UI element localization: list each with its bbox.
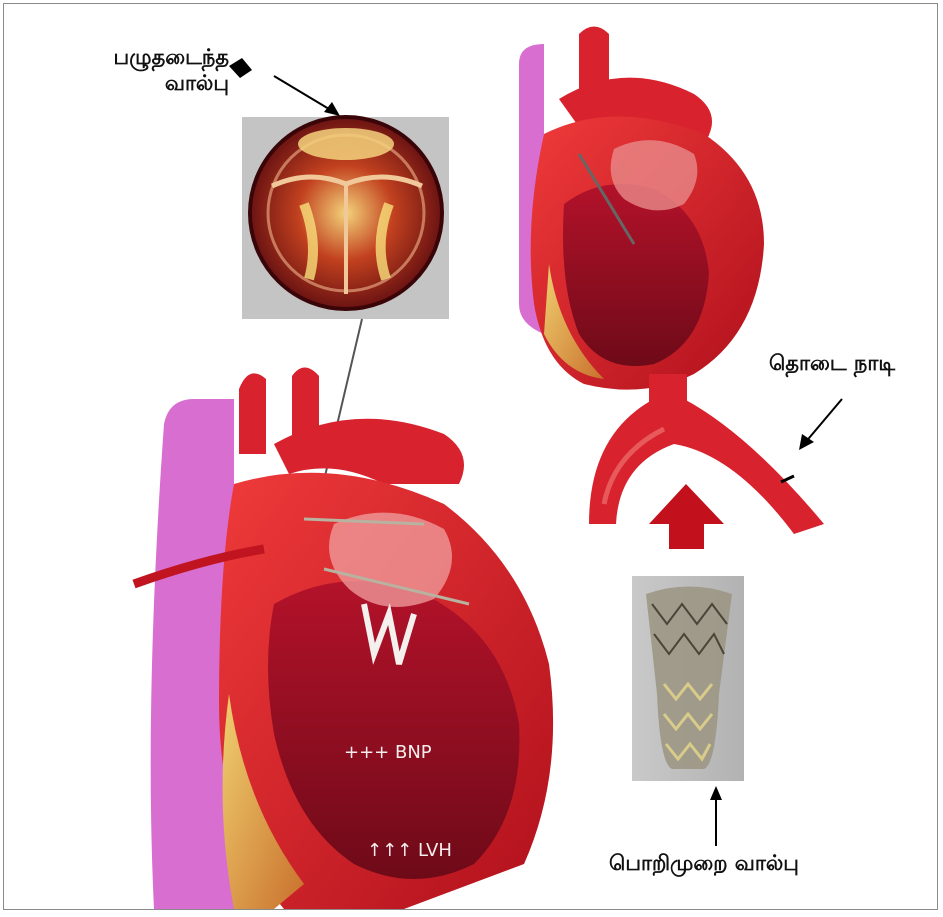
damaged-valve-callout-arrow (229, 58, 340, 116)
damaged-valve-label: பழுதடைந்த வால்பு (84, 44, 229, 97)
upper-heart-illustration (519, 27, 764, 390)
up-arrow-shape (649, 484, 724, 549)
lower-heart-illustration (134, 368, 553, 910)
lvh-annotation: ↑↑↑ LVH (367, 840, 452, 863)
artery-illustration (589, 374, 824, 549)
damaged-valve-label-line1: பழுதடைந்த (84, 44, 229, 70)
bnp-annotation: +++ BNP (344, 742, 432, 765)
artificial-valve-callout-arrow (710, 786, 722, 846)
thigh-artery-label: தொடை நாடி (769, 350, 895, 376)
damaged-valve-label-line2: வால்பு (84, 70, 229, 96)
damaged-valve-inset (242, 117, 449, 319)
stent-inset (632, 576, 744, 781)
diagram-frame: பழுதடைந்த வால்பு தொடை நாடி பொறிமுறை வால்… (3, 3, 938, 910)
artificial-valve-label: பொறிமுறை வால்பு (609, 850, 799, 876)
thigh-artery-callout-arrow (781, 399, 842, 482)
heart-valve-illustration (4, 4, 937, 909)
